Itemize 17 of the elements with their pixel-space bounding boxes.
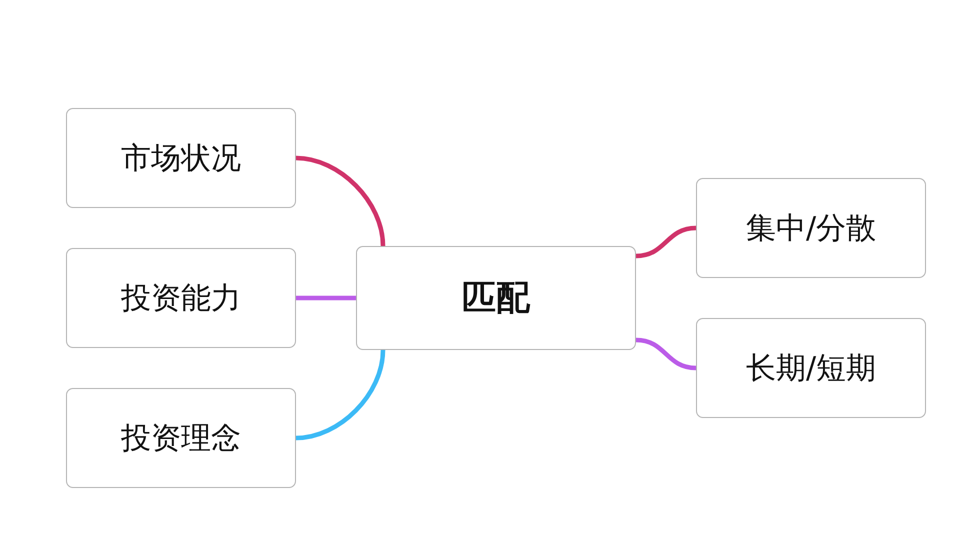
- connector-line: [296, 296, 356, 300]
- topic-box: [66, 108, 296, 208]
- connector-line: [296, 156, 386, 246]
- topic-label: 市场状况: [121, 140, 241, 178]
- connector-line: [636, 338, 696, 370]
- topic-box: [66, 388, 296, 488]
- topic-label: 投资能力: [121, 280, 241, 318]
- connector-line: [296, 350, 386, 440]
- topic-box: [696, 178, 926, 278]
- topic-label: 投资理念: [121, 420, 241, 458]
- topic-box: [696, 318, 926, 418]
- topic-label: 长期/短期: [746, 350, 876, 388]
- topic-label: 匹配: [462, 277, 530, 320]
- topic-box: [66, 248, 296, 348]
- central-topic-box: [356, 246, 636, 350]
- connector-line: [636, 226, 696, 258]
- topic-label: 集中/分散: [746, 210, 876, 248]
